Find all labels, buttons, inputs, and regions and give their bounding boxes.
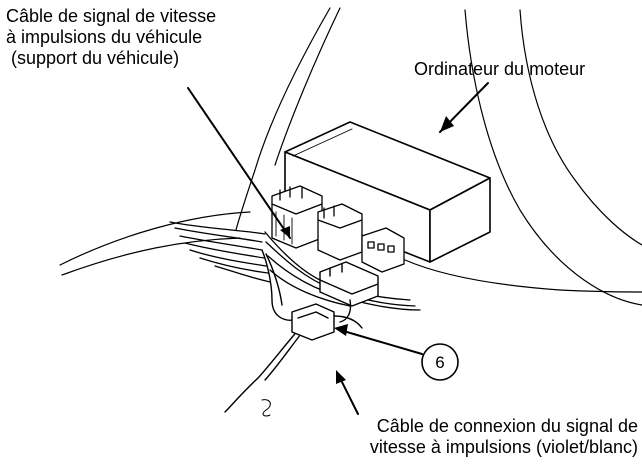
vehicle-speed-pulse-cable-label: Câble de signal de vitesse à impulsions … xyxy=(6,6,216,69)
callout-number: 6 xyxy=(435,353,444,372)
leader-arrows xyxy=(187,82,489,415)
connector-block-middle xyxy=(317,203,363,261)
connector-block-right xyxy=(361,227,405,273)
pulse-connection-cable-label: Câble de connexion du signal de vitesse … xyxy=(370,416,638,458)
connection-label-line-1: Câble de connexion du signal de xyxy=(376,416,638,436)
speed-cable-label-line-1: Câble de signal de vitesse xyxy=(6,6,217,26)
engine-computer-label: Ordinateur du moteur xyxy=(414,59,586,79)
body-panel-contours xyxy=(59,7,642,306)
splice-connector xyxy=(291,303,363,341)
connection-label-line-2: vitesse à impulsions (violet/blanc) xyxy=(369,437,638,457)
speed-cable-label-line-3: (support du véhicule) xyxy=(6,48,180,68)
arrow-heads xyxy=(280,116,454,384)
callout-6: 6 xyxy=(421,343,459,381)
pulse-connector xyxy=(319,261,379,307)
pulse-cable xyxy=(224,249,352,417)
speed-cable-label-line-2: à impulsions du véhicule xyxy=(6,27,203,47)
connector-block-left xyxy=(271,185,323,249)
